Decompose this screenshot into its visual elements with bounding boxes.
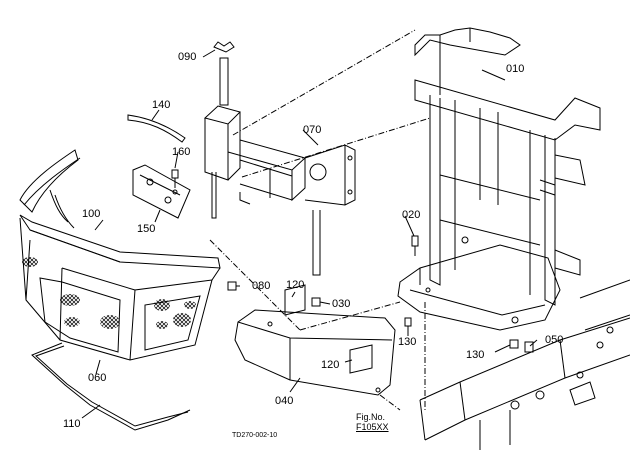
callout-050[interactable]: 050 xyxy=(545,334,564,346)
callout-100[interactable]: 100 xyxy=(82,208,101,220)
callout-120-lower[interactable]: 120 xyxy=(321,359,340,371)
callout-020[interactable]: 020 xyxy=(402,209,421,221)
callout-090[interactable]: 090 xyxy=(178,51,197,63)
callout-040[interactable]: 040 xyxy=(275,395,294,407)
figure-reference-title: Fig.No. xyxy=(356,412,386,422)
callout-110[interactable]: 110 xyxy=(63,418,81,430)
figure-reference-code[interactable]: F105XX xyxy=(356,422,389,432)
callout-150[interactable]: 150 xyxy=(137,223,156,235)
rubber-strip-140 xyxy=(127,114,186,143)
callout-130-right[interactable]: 130 xyxy=(466,349,485,361)
base-plate xyxy=(397,235,561,353)
callout-010[interactable]: 010 xyxy=(506,63,525,75)
figure-reference[interactable]: Fig.No. F105XX xyxy=(356,412,389,432)
seal-strip-110 xyxy=(31,342,191,431)
callout-030[interactable]: 030 xyxy=(332,298,351,310)
frame-010 xyxy=(414,27,601,306)
lower-cover-040 xyxy=(227,281,396,396)
chassis-frame xyxy=(419,279,630,450)
callout-140[interactable]: 140 xyxy=(152,99,171,111)
upper-bracket-070 xyxy=(203,41,356,276)
callout-120-upper[interactable]: 120 xyxy=(286,279,305,291)
callout-080[interactable]: 080 xyxy=(252,280,271,292)
bracket-150 xyxy=(132,164,191,219)
callout-130-left[interactable]: 130 xyxy=(398,336,417,348)
callout-060[interactable]: 060 xyxy=(88,372,107,384)
grille-mesh-pattern xyxy=(22,257,196,329)
front-grille-assembly xyxy=(19,149,221,361)
leader-lines xyxy=(81,29,538,419)
drawing-id: TD270-002-10 xyxy=(232,432,278,439)
callout-160[interactable]: 160 xyxy=(172,146,191,158)
callout-070[interactable]: 070 xyxy=(303,124,322,136)
